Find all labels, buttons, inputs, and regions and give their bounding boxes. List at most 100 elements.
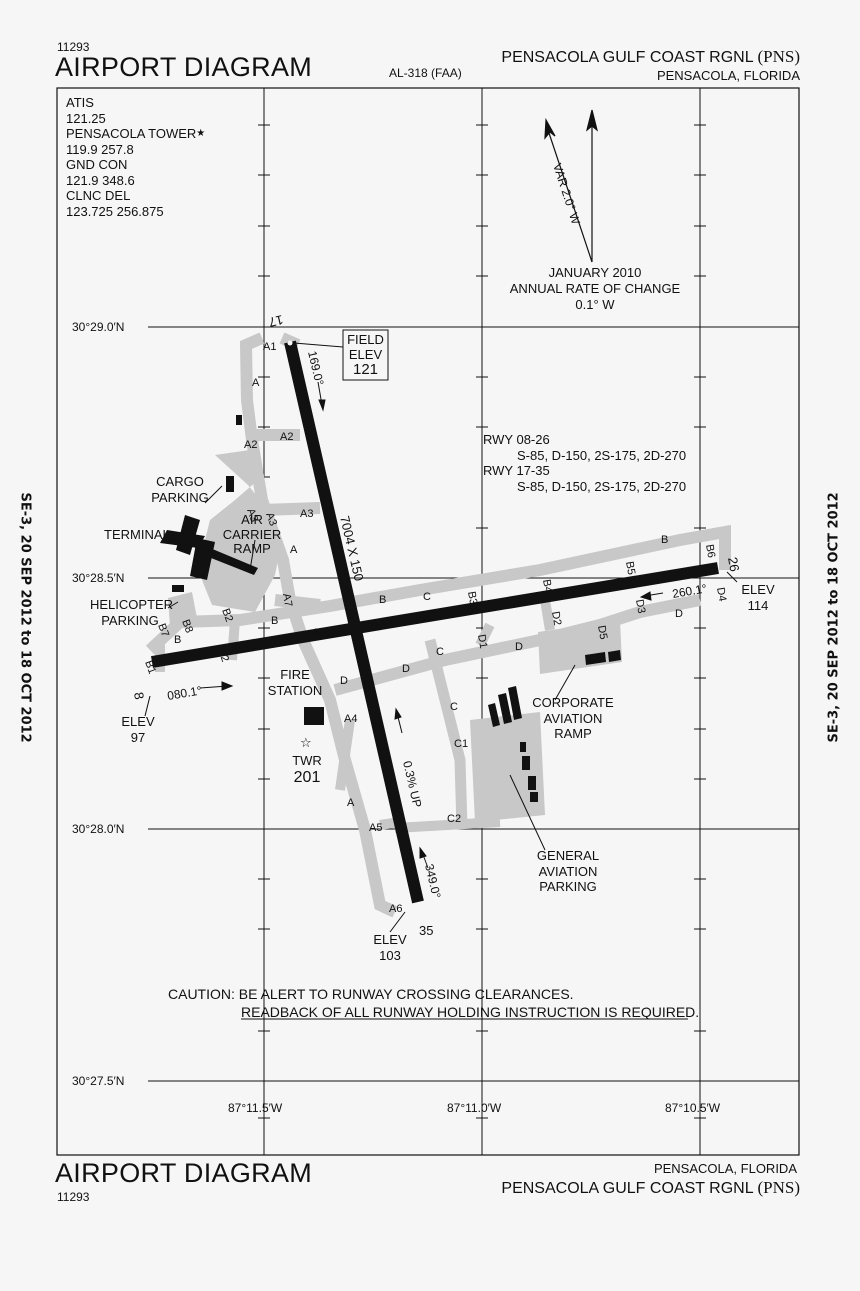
footer-city: PENSACOLA, FLORIDA [653,1161,797,1176]
heading-arrows [199,381,664,869]
taxiway-label: A3 [300,508,313,520]
elev-label: ELEV [741,582,775,597]
taxiway-label: A2 [280,431,293,443]
freq-atis-value: 121.25 [66,110,106,126]
cargo-parking-label: CARGO PARKING [145,474,215,506]
page-title: AIRPORT DIAGRAM [55,52,313,82]
fire-line2: STATION [267,682,323,698]
general-line2: AVIATION [538,863,598,879]
taxiway-label: D2 [549,610,563,626]
corporate-hangar-1 [585,652,606,665]
corporate-line1: CORPORATE [532,695,614,710]
rwy-08-26-title: RWY 08-26 [483,432,550,447]
runway-08-26 [151,562,719,668]
terminal-ramp [202,450,280,612]
rwy-08-26-dimensions: 7000 X 150 [368,607,436,633]
elev-value: 97 [130,730,146,745]
footer-title: AIRPORT DIAGRAM [55,1158,313,1188]
taxiway-d1-path [475,622,495,648]
taxiway-label: B5 [623,560,637,575]
rwy-17-35-title: RWY 17-35 [483,463,550,478]
taxiway-label: A5 [369,822,382,834]
taxiway-label: D5 [595,624,609,640]
fire-station-building [304,707,324,725]
air-carrier-line1: AIR [241,512,263,527]
taxiway-label: B7 [155,622,171,639]
variation-rate-label: ANNUAL RATE OF CHANGE [509,281,681,296]
footer-airport-code: (PNS) [757,1178,800,1197]
taxiway-label: B3 [465,590,479,605]
tower-label: TWR 201 [284,752,330,786]
freq-atis-label: ATIS [66,95,94,110]
elev-value: 114 [747,598,769,613]
elev-label: ELEV [373,932,407,947]
freq-clearance-value: 123.725 256.875 [66,203,164,219]
cargo-label-line1: CARGO [156,474,204,489]
corporate-line2: AVIATION [543,710,603,726]
taxiway-label: A3 [263,511,279,528]
chart-number: 11293 [57,40,90,54]
freq-tower-label: PENSACOLA TOWER★ [66,126,205,142]
taxiway-label: A [290,544,298,556]
taxiway-label: C [423,591,431,603]
helicopter-line1: HELICOPTER [90,597,174,612]
lat-label: 30°28.5′N [72,571,125,585]
taxiway-label: D4 [714,586,728,602]
tower-symbol-icon: ☆ [300,736,312,751]
field-elev-text: FIELD ELEV 121 [343,332,388,377]
taxiways [145,332,731,918]
field-elev-line1: FIELD [347,332,384,347]
helicopter-parking-label: HELICOPTER PARKING [90,597,174,628]
taxiway-label: A6 [389,903,402,915]
taxiway-label: C [436,646,444,658]
rwy-26-heading: 260.1° [671,581,708,601]
cargo-label-line2: PARKING [151,490,209,505]
chart-frame [56,87,800,1156]
terminal-building-wing [160,530,205,548]
lat-label: 30°29.0′N [72,320,125,334]
freq-tower-label-text: PENSACOLA TOWER [66,126,197,141]
fire-station-label: FIRE STATION [260,667,330,698]
taxiway-b-path [145,524,731,655]
taxiway-label: A2 [244,439,257,451]
tower-label-text: TWR [292,753,322,768]
taxiway-d2-path [540,599,555,631]
true-north-arrowhead [585,109,599,132]
footer-chart-number: 11293 [57,1190,90,1204]
ga-hangar-5 [522,756,530,770]
general-aviation-ramp [470,712,545,822]
elev-value: 103 [379,948,401,963]
field-elev-leader [293,342,344,348]
taxiway-label: A [347,797,355,809]
airport-name-text: PENSACOLA GULF COAST RGNL [501,49,754,66]
taxiway-label: D [675,608,683,620]
ga-hangar-6 [528,776,536,790]
variation-rate: 0.1° W [575,297,615,312]
ga-hangar-2 [498,693,512,724]
left-effective-date: SE-3, 20 SEP 2012 to 18 OCT 2012 [17,492,33,743]
freq-tower-value: 119.9 257.8 [66,141,134,157]
rwy-35-elevation: ELEV 103 [370,932,410,964]
rwy-8-elevation: ELEV 97 [120,714,156,746]
runway-info-block: RWY 08-26 S-85, D-150, 2S-175, 2D-270 RW… [483,432,686,494]
lat-label: 30°28.0′N [72,822,125,836]
taxiway-label: A [252,377,260,389]
taxiway-labels: A1 A A2 A3 A3 A A2 A3 A7 A B B B B1 B7 B… [142,341,728,915]
taxiway-label: B2 [215,647,231,664]
terminal-label: TERMINAL [104,527,170,542]
tower-elevation: 201 [293,769,321,786]
taxiway-label: B [379,594,386,606]
taxiway-c-path [424,638,468,829]
ga-hangar-4 [520,742,526,752]
ga-hangar-7 [530,792,538,802]
cargo-shed [236,415,242,425]
field-elev-marker [287,340,293,346]
variation-label: VAR 2.0° W [550,162,583,227]
taxiway-c2-path [394,817,501,833]
lon-label: 87°11.0′W [447,1101,502,1115]
air-carrier-line2: CARRIER [222,526,282,542]
magnetic-north-arrowhead [544,117,556,140]
taxiway-label: A4 [344,713,357,725]
corporate-line3: RAMP [554,726,592,741]
